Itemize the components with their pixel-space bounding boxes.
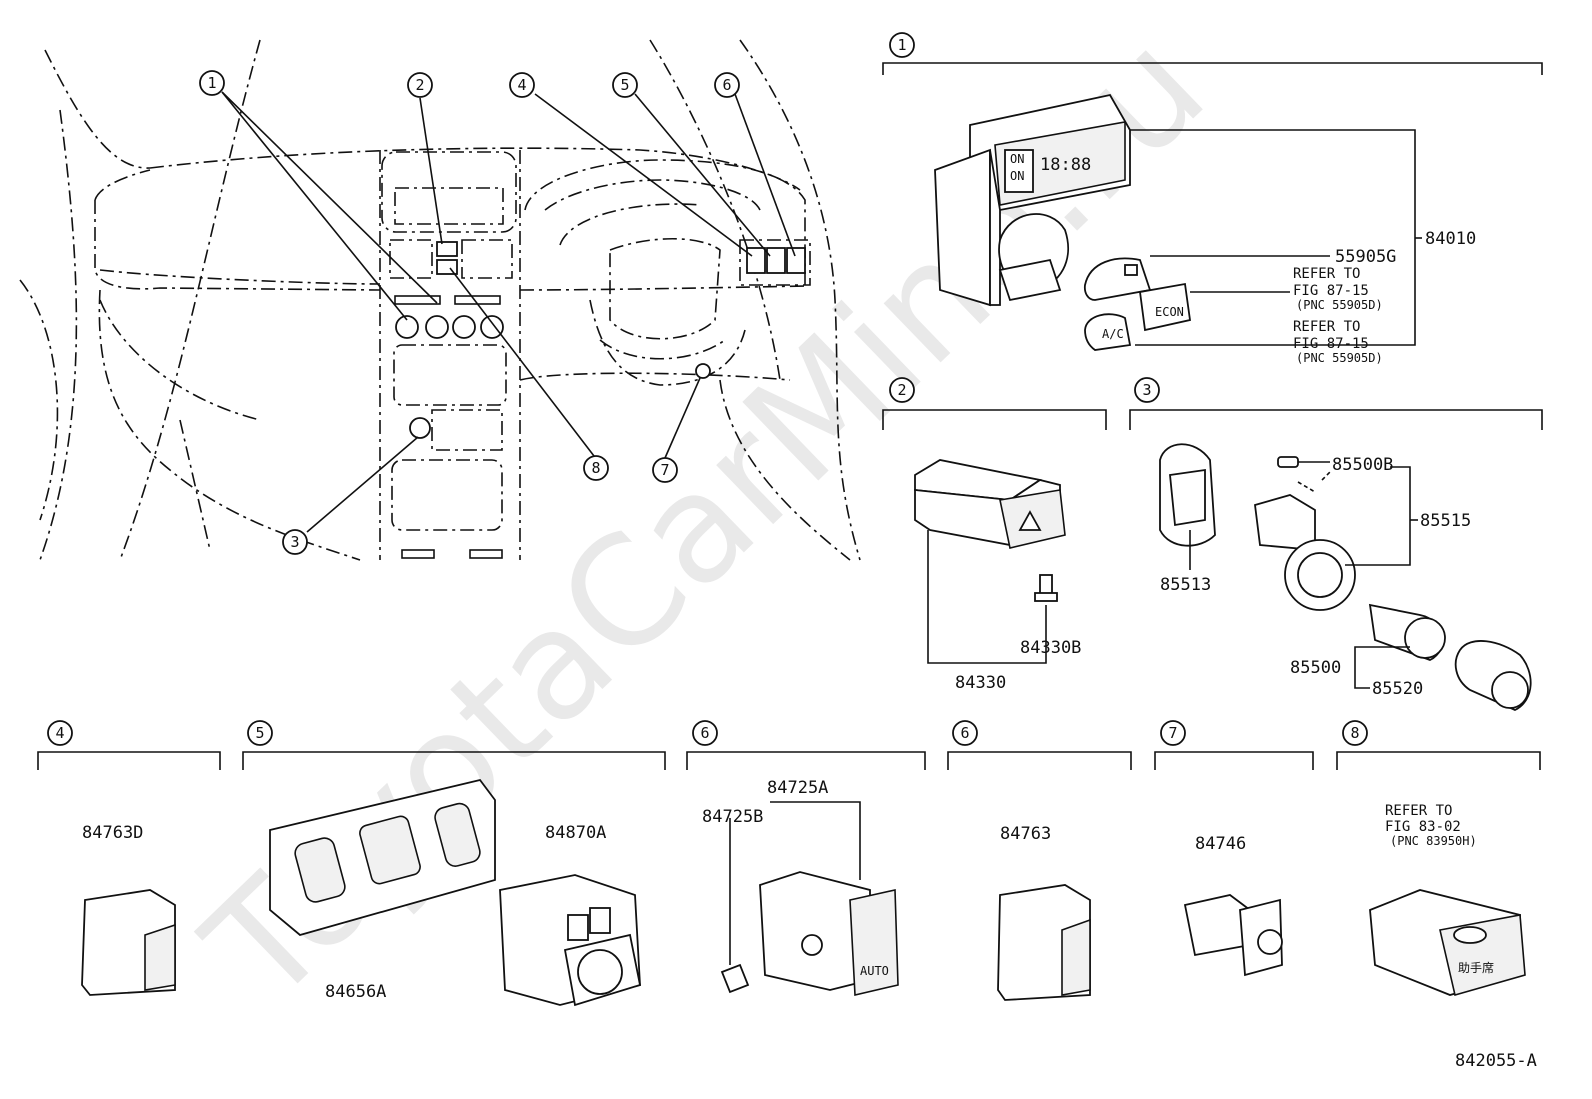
figure-code: 842055-A: [1455, 1051, 1537, 1071]
svg-text:85520: 85520: [1372, 679, 1423, 699]
svg-text:ECON: ECON: [1155, 305, 1184, 319]
svg-text:84870A: 84870A: [545, 823, 606, 843]
svg-text:2: 2: [415, 76, 424, 94]
group-4-switch-hole-cover: 4 84763D: [37, 720, 221, 996]
group-5-switch-panel: 5 84656A 84870A: [242, 720, 666, 1007]
svg-text:4: 4: [517, 76, 526, 94]
group-2-hazard-switch: 2 84330B 84330: [882, 377, 1107, 693]
svg-text:6: 6: [722, 76, 731, 94]
svg-text:84010: 84010: [1425, 229, 1476, 249]
svg-text:ON: ON: [1010, 152, 1024, 166]
svg-text:55905G: 55905G: [1335, 247, 1396, 267]
svg-text:4: 4: [55, 724, 64, 742]
svg-text:84656A: 84656A: [325, 982, 386, 1002]
svg-text:85500B: 85500B: [1332, 455, 1393, 475]
svg-text:(PNC 55905D): (PNC 55905D): [1296, 351, 1383, 365]
callout-2: 2: [407, 72, 433, 98]
group-6-switch-hole-cover: 6 84763: [947, 720, 1132, 1001]
callout-3: 3: [282, 529, 308, 555]
group-3-cigarette-lighter: 3 85500B 85515 85513 85500 85520: [1129, 377, 1543, 711]
svg-text:84725A: 84725A: [767, 778, 828, 798]
svg-text:5: 5: [255, 724, 264, 742]
svg-text:85513: 85513: [1160, 575, 1211, 595]
svg-text:1: 1: [897, 36, 906, 54]
svg-text:REFER TO: REFER TO: [1293, 266, 1360, 282]
svg-text:REFER TO: REFER TO: [1385, 803, 1452, 819]
svg-text:REFER TO: REFER TO: [1293, 319, 1360, 335]
svg-text:5: 5: [620, 76, 629, 94]
svg-text:84330B: 84330B: [1020, 638, 1081, 658]
svg-text:85515: 85515: [1420, 511, 1471, 531]
svg-text:85500: 85500: [1290, 658, 1341, 678]
svg-text:3: 3: [290, 533, 299, 551]
callout-1: 1: [199, 70, 225, 96]
svg-text:A/C: A/C: [1102, 327, 1124, 341]
svg-text:FIG 87-15: FIG 87-15: [1293, 283, 1369, 299]
svg-text:84330: 84330: [955, 673, 1006, 693]
group-6-headlamp-leveling-switch: 6 AUTO 84725A 84725B: [686, 720, 926, 996]
svg-text:2: 2: [897, 381, 906, 399]
callout-7: 7: [652, 457, 678, 483]
svg-text:1: 1: [207, 74, 216, 92]
svg-text:(PNC 55905D): (PNC 55905D): [1296, 298, 1383, 312]
callout-4: 4: [509, 72, 535, 98]
callout-8: 8: [583, 455, 609, 481]
svg-text:7: 7: [1168, 724, 1177, 742]
svg-text:3: 3: [1142, 381, 1151, 399]
svg-text:84725B: 84725B: [702, 807, 763, 827]
svg-text:6: 6: [700, 724, 709, 742]
svg-text:8: 8: [591, 459, 600, 477]
svg-text:助手席: 助手席: [1458, 960, 1494, 975]
svg-text:18:88: 18:88: [1040, 155, 1091, 175]
svg-text:ON: ON: [1010, 169, 1024, 183]
svg-text:7: 7: [660, 461, 669, 479]
svg-text:84763D: 84763D: [82, 823, 143, 843]
group-7-switch: 7 84746: [1154, 720, 1314, 977]
svg-text:84746: 84746: [1195, 834, 1246, 854]
dashboard-overview: 1 2 3 4 5 6 7 8: [19, 39, 861, 561]
svg-text:FIG 87-15: FIG 87-15: [1293, 336, 1369, 352]
svg-text:(PNC 83950H): (PNC 83950H): [1390, 834, 1477, 848]
svg-text:6: 6: [960, 724, 969, 742]
svg-text:FIG 83-02: FIG 83-02: [1385, 819, 1461, 835]
svg-text:8: 8: [1350, 724, 1359, 742]
group-8-indicator: 8 助手席 REFER TO FIG 83-02 (PNC 83950H): [1336, 720, 1541, 997]
svg-text:AUTO: AUTO: [860, 964, 889, 978]
group-1-ac-control: 1 ON ON 18:88 ECON A/C 84010 55905G REFE…: [882, 32, 1543, 365]
callout-5: 5: [612, 72, 638, 98]
callout-6: 6: [714, 72, 740, 98]
svg-text:84763: 84763: [1000, 824, 1051, 844]
